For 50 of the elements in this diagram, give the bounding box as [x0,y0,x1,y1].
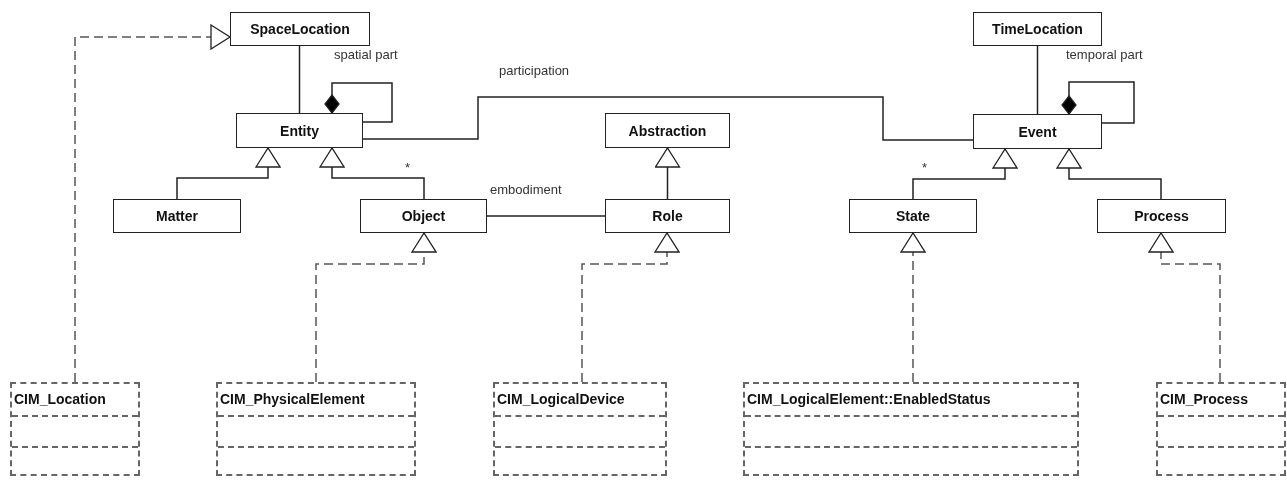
composition-line [1061,81,1135,124]
generalization-arrow [1148,232,1221,383]
composition-line [324,82,393,123]
class-name: TimeLocation [992,21,1083,37]
association-line [1036,45,1039,115]
class-box [1097,199,1226,233]
association-line [486,215,606,217]
class-box [113,199,241,233]
generalization-arrow [581,232,680,383]
class-box [605,199,730,233]
class-name: CIM_Location [13,390,107,409]
class-box [849,199,977,233]
edge-label: participation [499,63,570,78]
generalization-arrow [74,24,231,383]
class-name: State [895,208,931,224]
class-box [10,382,140,476]
class-box [973,12,1102,46]
class-name: Process [1134,208,1189,224]
class-box [360,199,487,233]
class-name: Role [652,208,683,224]
association-line [362,96,974,141]
class-name: SpaceLocation [250,21,350,37]
generalization-arrow [900,232,926,383]
association-line [298,45,301,114]
class-name: Object [401,208,446,224]
generalization-arrow [1056,148,1162,200]
class-name: Abstraction [628,122,707,139]
class-name: CIM_LogicalDevice [496,390,626,409]
edge-label: temporal part [1066,47,1143,62]
class-name: Event [1018,123,1057,140]
class-box [236,113,363,148]
class-name: Matter [156,208,198,224]
class-box [1156,382,1286,476]
generalization-arrow [319,147,425,200]
class-name: CIM_PhysicalElement [219,390,366,409]
class-box [216,382,416,476]
class-box [493,382,667,476]
class-name: Entity [280,122,319,139]
edge-label: spatial part [334,47,398,62]
class-name: CIM_LogicalElement::EnabledStatus [746,390,992,409]
class-box [973,114,1102,149]
generalization-arrow [176,147,281,200]
class-name: CIM_Process [1159,390,1249,409]
generalization-arrow [654,147,681,200]
generalization-arrow [912,148,1018,200]
class-box [605,113,730,148]
edge-label: embodiment [490,182,562,197]
class-box [743,382,1079,476]
class-box [230,12,370,46]
generalization-arrow [315,232,437,383]
